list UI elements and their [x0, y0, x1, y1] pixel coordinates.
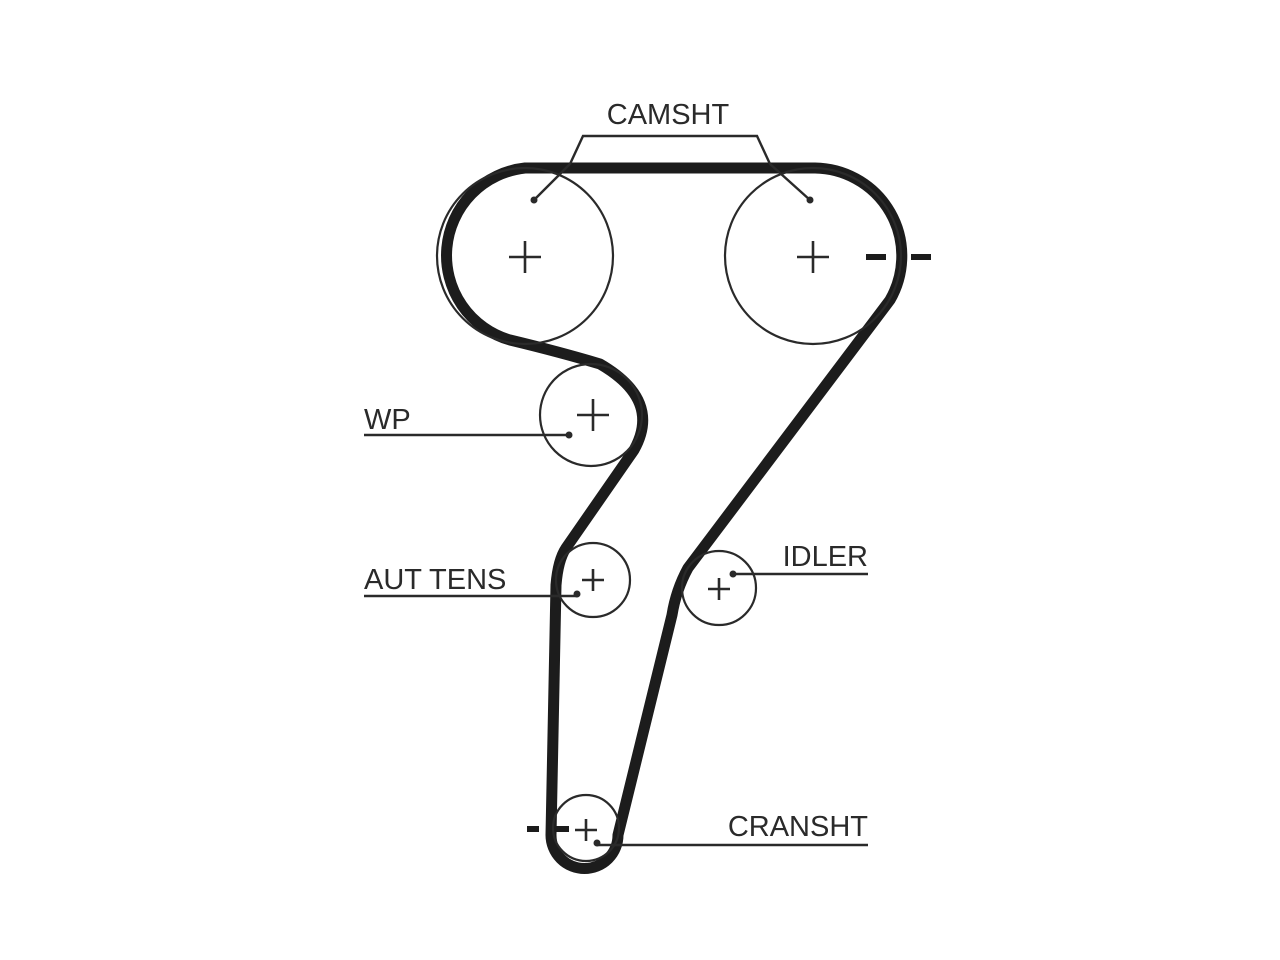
- camshaft-leader-lines: [533, 134, 811, 201]
- camshaft-label: CAMSHT: [607, 99, 730, 131]
- idler-pulley: [680, 549, 758, 627]
- auto-tensioner-label: AUT TENS: [364, 564, 506, 596]
- idler-label: IDLER: [783, 541, 868, 573]
- camshaft-pulley-left: [435, 166, 615, 346]
- water-pump-pulley: [538, 362, 644, 468]
- auto-tensioner-pulley: [554, 541, 632, 619]
- crankshaft-pulley: [551, 793, 621, 863]
- timing-belt: [441, 162, 908, 874]
- crankshaft-label: CRANSHT: [728, 811, 868, 843]
- water-pump-label: WP: [364, 404, 411, 436]
